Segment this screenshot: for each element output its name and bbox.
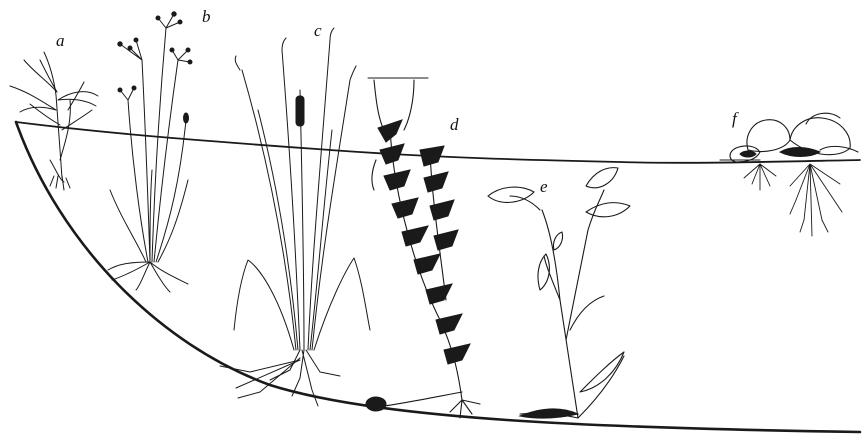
label-f: f [732, 109, 739, 128]
plant-a-shoreline-grass [10, 52, 98, 190]
label-e: e [540, 177, 548, 196]
plant-c-cattail [220, 28, 370, 406]
plant-d-leaf-whorls [366, 120, 470, 411]
plant-f-leaf-shading [740, 148, 820, 158]
plant-e-leaves [488, 168, 630, 392]
label-b: b [202, 7, 211, 26]
label-a: a [56, 31, 65, 50]
label-d: d [450, 115, 459, 134]
plant-b-rush [108, 14, 190, 292]
plant-e-pondweed [510, 190, 624, 418]
plant-c-cattail-head [296, 96, 304, 126]
label-c: c [314, 21, 322, 40]
plant-f-roots [744, 164, 842, 236]
